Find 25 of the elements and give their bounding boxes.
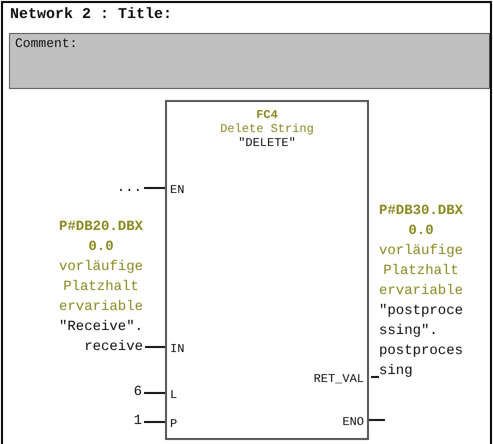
wire [145,346,165,348]
wire [144,392,165,394]
parameter-symbol: "postproce ssing". postproces sing [379,302,463,381]
pin-name: EN [170,182,184,198]
function-block [165,100,369,440]
wire [371,376,379,378]
parameter-comment: vorläufige Platzhalt ervariable [379,242,463,301]
network-title: Network 2 : Title: [10,6,172,23]
wire [144,421,165,423]
pin-name: IN [170,341,184,357]
block-symbol: "DELETE" [238,136,296,150]
parameter-symbol: "Receive". receive [59,318,143,357]
parameter-comment: vorläufige Platzhalt ervariable [59,258,143,317]
block-description: Delete String [220,122,314,136]
pin-name: P [170,416,178,432]
pin-name: ENO [342,414,364,430]
wire [144,187,165,189]
wire [369,419,385,421]
pin-name: L [170,387,178,403]
parameter-value: ... [116,180,142,196]
parameter-value: 6 [134,384,142,400]
parameter-value: 1 [134,413,142,429]
block-number: FC4 [256,108,278,122]
comment-field: Comment: [9,33,490,89]
pin-name: RET_VAL [314,371,364,387]
